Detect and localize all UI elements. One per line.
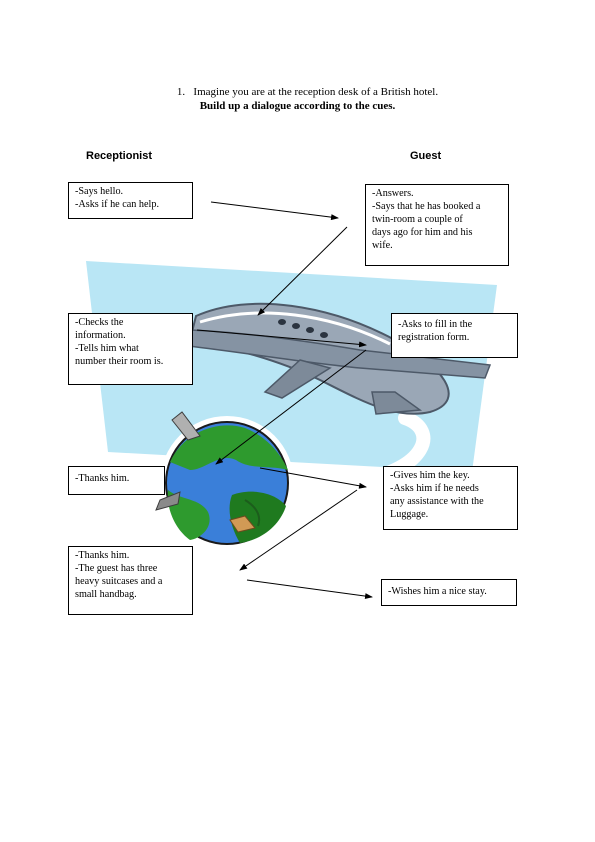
cue-line: days ago for him and his [372,227,473,238]
arrow-7 [246,579,373,600]
cue-line: -Gives him the key. [390,470,470,481]
instruction-subtitle: Build up a dialogue according to the cue… [199,100,396,112]
instruction-number: 1. [176,86,186,98]
cue-line: wife. [372,240,393,251]
cue-line: information. [75,330,126,341]
cue-line: -Thanks him. [75,473,130,484]
arrow-2 [257,226,348,316]
guest-cue-1: -Answers. -Says that he has booked a twi… [365,184,509,266]
cue-line: -Answers. [372,188,414,199]
cue-line: -The guest has three [75,563,158,574]
arrow-3 [196,329,367,348]
receptionist-cue-1: -Says hello. -Asks if he can help. [68,182,193,219]
instruction-line: 1. Imagine you are at the reception desk… [10,86,595,99]
guest-cue-2: -Asks to fill in the registration form. [391,313,518,358]
airplane-illustration [187,302,492,415]
cue-line: any assistance with the [390,496,484,507]
cue-line: -Thanks him. [75,550,130,561]
cue-line: -Asks if he can help. [75,199,160,210]
guest-cue-3: -Gives him the key. -Asks him if he need… [383,466,518,530]
guest-column-header: Guest [410,150,442,162]
arrow-6 [239,489,358,571]
cue-line: -Checks the [75,317,124,328]
cue-line: heavy suitcases and a [75,576,163,587]
cue-line: -Tells him what [75,343,139,354]
cue-line: -Says hello. [75,186,124,197]
contrail [353,411,431,487]
instruction-text: Imagine you are at the reception desk of… [193,86,439,98]
globe-illustration [155,411,294,550]
cue-line: registration form. [398,332,470,343]
receptionist-column-header: Receptionist [86,150,153,162]
cue-line: small handbag. [75,589,137,600]
cue-line: twin-room a couple of [372,214,463,225]
cue-line: number their room is. [75,356,164,367]
receptionist-cue-4: -Thanks him. -The guest has three heavy … [68,546,193,615]
arrow-4 [215,349,367,465]
cue-line: -Asks to fill in the [398,319,473,330]
cue-line: -Says that he has booked a [372,201,481,212]
cue-line: -Wishes him a nice stay. [388,586,487,597]
cue-line: -Asks him if he needs [390,483,479,494]
arrow-5 [259,467,367,489]
arrow-1 [210,201,339,221]
receptionist-cue-3: -Thanks him. [68,466,165,495]
cue-line: Luggage. [390,509,429,520]
guest-cue-4: -Wishes him a nice stay. [381,579,517,606]
receptionist-cue-2: -Checks the information. -Tells him what… [68,313,193,385]
